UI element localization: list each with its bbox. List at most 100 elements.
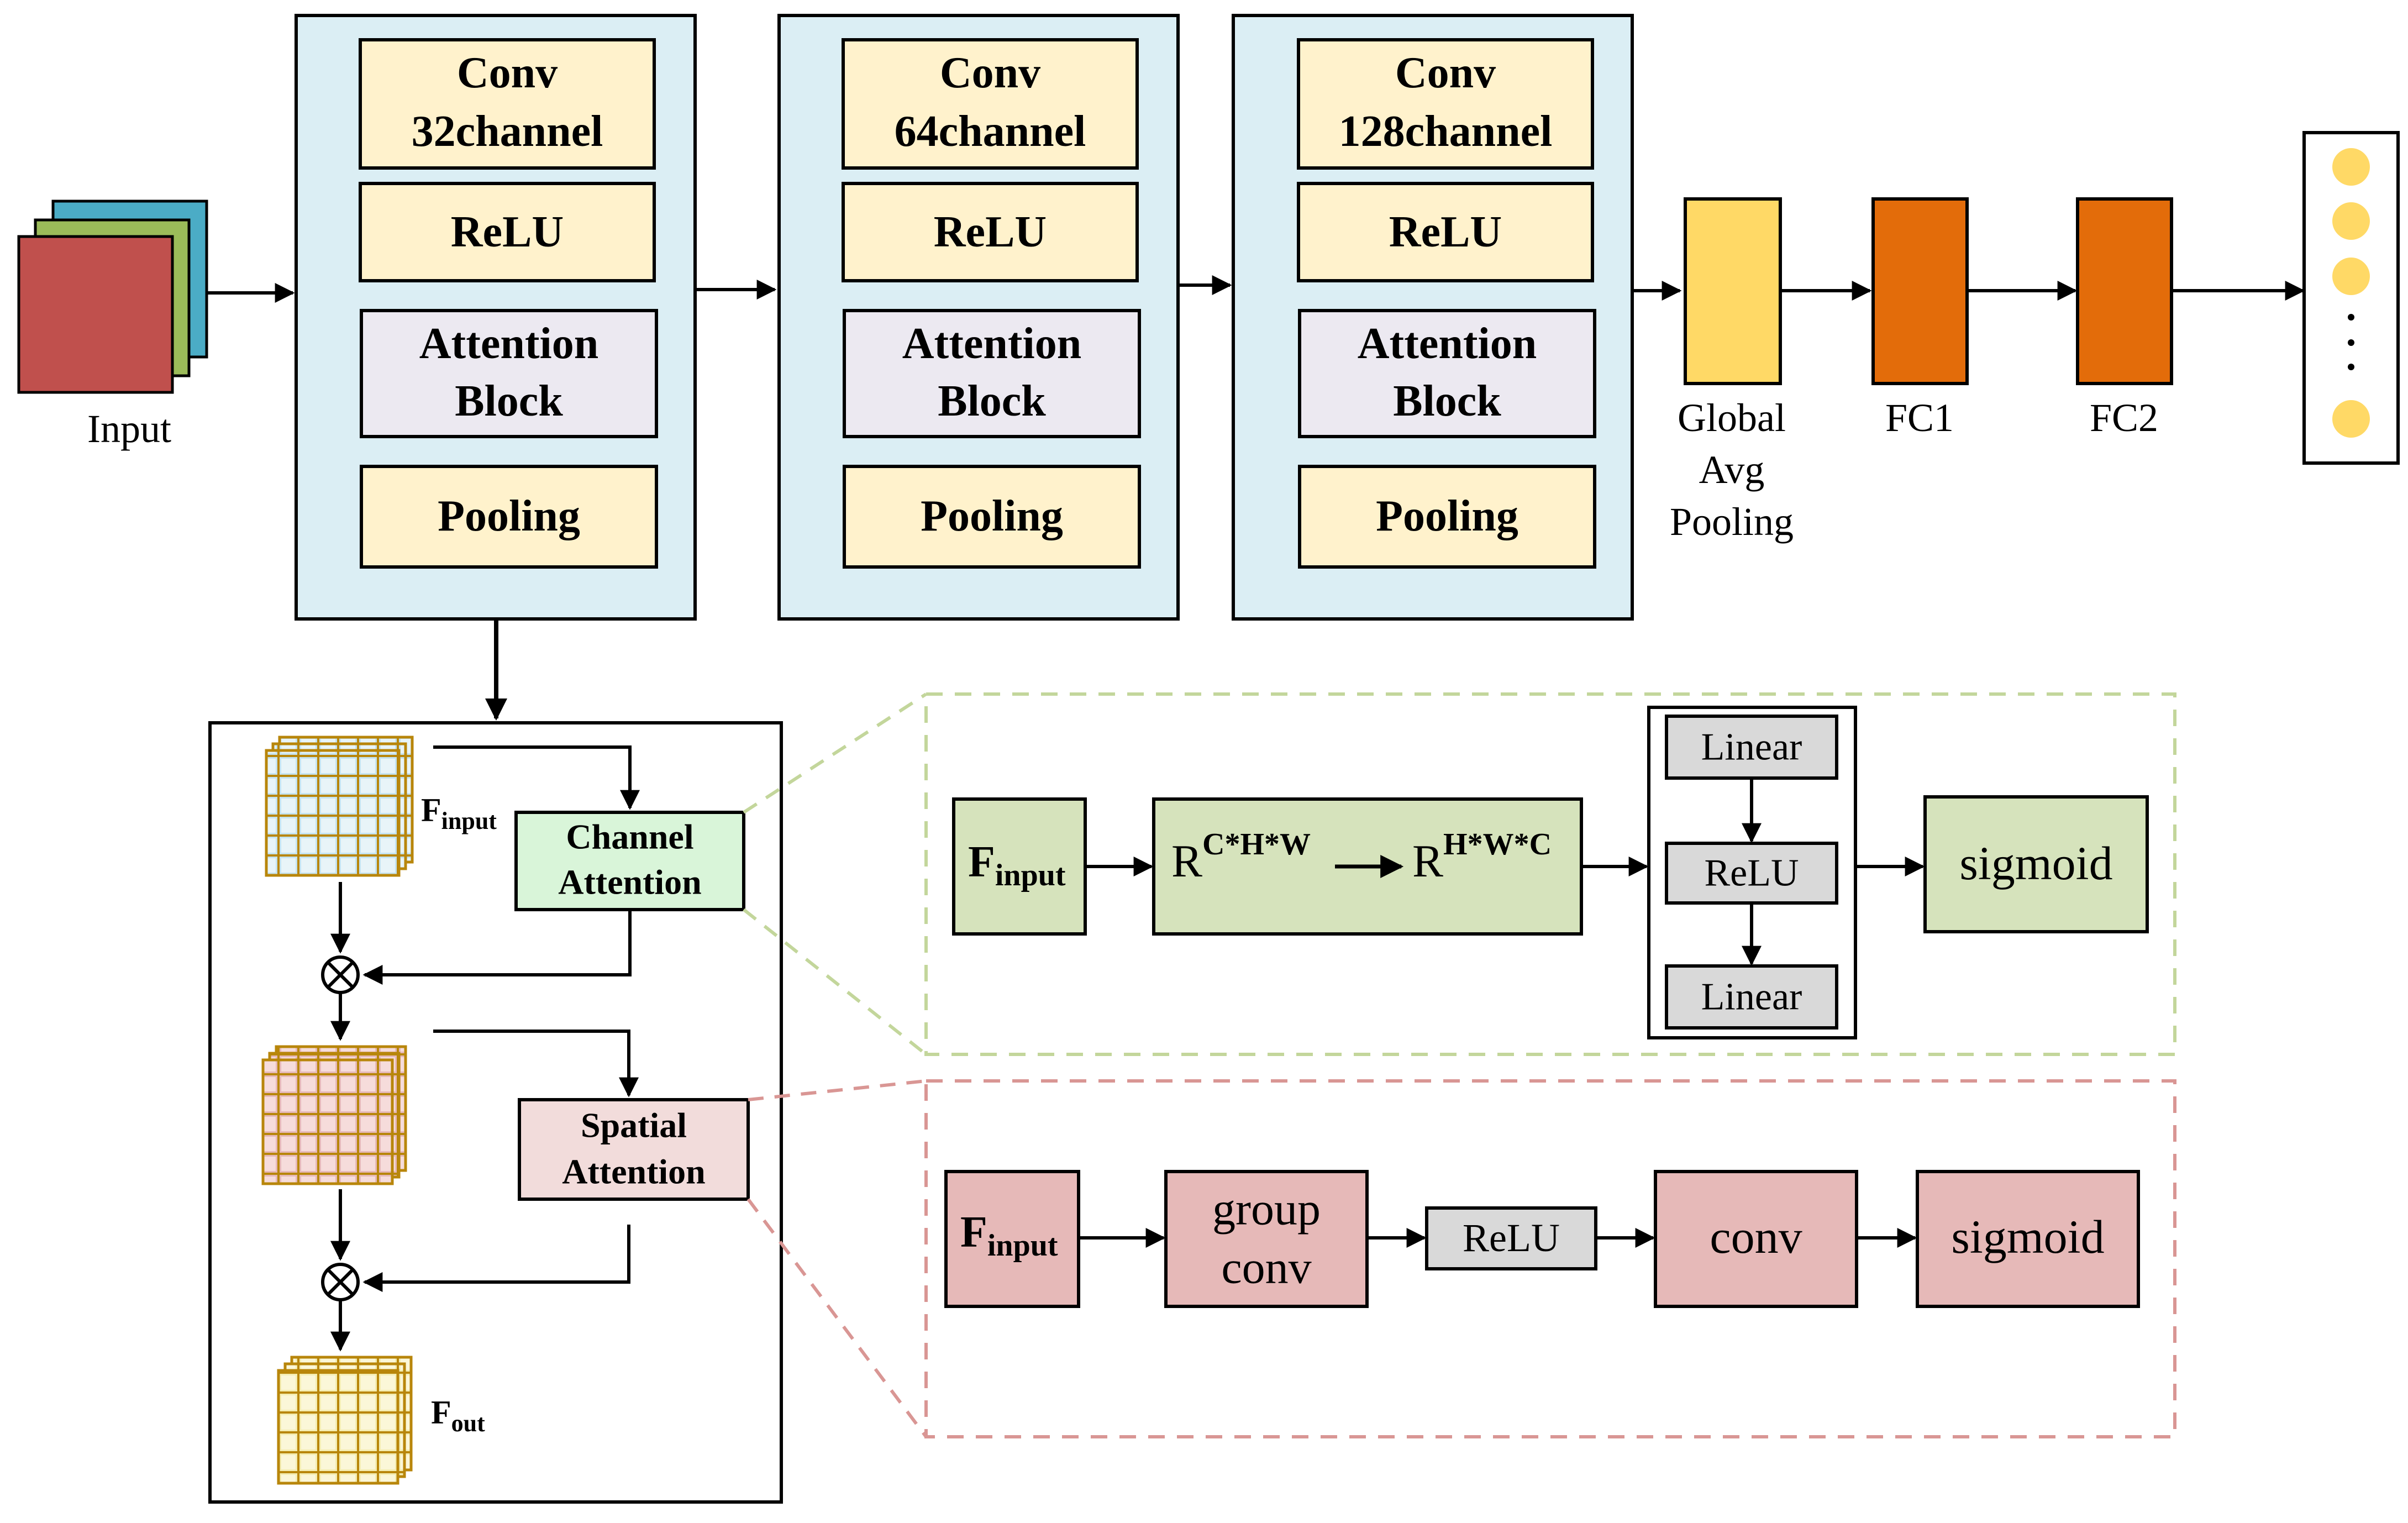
conv-block-3-conv-title: Conv (1395, 49, 1496, 97)
gap-label-line3: Pooling (1670, 500, 1794, 544)
global-avg-pooling-bar (1684, 197, 1782, 385)
multiply-op-1 (321, 955, 360, 994)
gap-label-line1: Global (1678, 396, 1786, 440)
spatial-zoom-connector-top (748, 1079, 927, 1101)
conv-block-2-relu-box (842, 182, 1139, 282)
channel-sigmoid-box (1923, 795, 2149, 933)
mlp-linear-1-box (1665, 715, 1838, 780)
gap-label-line2: Avg (1699, 448, 1765, 492)
conv-block-2-conv-box (842, 38, 1139, 170)
conv-block-2-pooling-box (843, 465, 1141, 569)
input-label: Input (87, 407, 171, 451)
channel-attention-line2: Attention (558, 863, 702, 902)
reshape-from-sup: C*H*W (1202, 827, 1311, 862)
spatial-sigmoid-box (1916, 1170, 2140, 1308)
channel-attention-box (514, 811, 745, 911)
output-vector (2302, 131, 2400, 465)
f-input-tensor (265, 736, 414, 877)
output-ellipsis-dot (2348, 314, 2354, 321)
spatial-branch-input-box (944, 1170, 1080, 1308)
spatial-branch-input-label: Finput (960, 1208, 1058, 1263)
conv-block-1-relu-box (359, 182, 656, 282)
conv-block-1: Conv 32channel ReLU Attention Block Pool… (295, 14, 697, 621)
mlp-linear-2: Linear (1701, 976, 1802, 1018)
output-node (2332, 202, 2370, 240)
arrow-intermediate-to-spatial-attention (433, 1030, 639, 1097)
conv-block-1-conv-box (359, 38, 656, 170)
conv-block-2: Conv 64channel ReLU Attention Block Pool… (777, 14, 1180, 621)
conv-block-2-attention-box (843, 309, 1141, 438)
output-node (2332, 400, 2370, 438)
fc1-label: FC1 (1885, 396, 1954, 440)
conv-block-3-attention-line2: Block (1393, 377, 1501, 426)
conv-block-2-pooling: Pooling (921, 492, 1063, 540)
conv-block-3-relu: ReLU (1389, 208, 1502, 256)
reshape-to-label: RH*W*C (1412, 827, 1552, 887)
mlp-linear-2-box (1665, 964, 1838, 1030)
conv-block-3-conv-channels: 128channel (1339, 107, 1553, 156)
conv-block-1-relu: ReLU (451, 208, 564, 256)
spatial-branch-input-main: F (960, 1208, 987, 1257)
conv-block-3-relu-box (1297, 182, 1594, 282)
spatial-relu-box (1425, 1206, 1597, 1270)
fc2-label: FC2 (2090, 396, 2158, 440)
mlp-relu-box (1665, 842, 1838, 905)
conv-block-1-attention-line1: Attention (419, 319, 598, 368)
conv-block-1-attention-line2: Block (455, 377, 563, 426)
spatial-conv: conv (1710, 1210, 1802, 1263)
group-conv-box (1164, 1170, 1369, 1308)
spatial-attention-line2: Attention (562, 1152, 706, 1191)
conv-block-3-pooling-box (1298, 465, 1596, 569)
channel-zoom-connector-top (743, 692, 927, 814)
conv-block-2-conv-title: Conv (940, 49, 1040, 97)
channel-sigmoid: sigmoid (1959, 837, 2112, 890)
arrow-channel-to-multiply1 (362, 911, 632, 985)
group-conv-line2: conv (1221, 1242, 1311, 1294)
group-conv-line1: group (1212, 1184, 1321, 1235)
f-input-label: Finput (421, 792, 497, 834)
reshape-to-sup: H*W*C (1443, 827, 1552, 862)
spatial-attention-box (518, 1098, 750, 1201)
arrow-input-to-channel-attention (433, 745, 640, 810)
spatial-conv-box (1654, 1170, 1858, 1308)
spatial-branch-frame (924, 1079, 2176, 1438)
f-out-label: Fout (431, 1394, 485, 1437)
channel-zoom-connector-bottom (743, 908, 927, 1056)
f-out-tensor (277, 1356, 413, 1485)
conv-block-3-conv-box (1297, 38, 1594, 170)
f-input-main: F (421, 792, 441, 828)
conv-block-1-conv-channels: 32channel (412, 107, 603, 156)
conv-block-3: Conv 128channel ReLU Attention Block Poo… (1232, 14, 1634, 621)
spatial-branch-input-sub: input (987, 1228, 1058, 1263)
output-node (2332, 148, 2370, 186)
conv-block-2-conv-channels: 64channel (895, 107, 1086, 156)
output-ellipsis-dot (2348, 339, 2354, 346)
conv-block-1-pooling: Pooling (438, 492, 580, 540)
conv-block-3-attention-line1: Attention (1358, 319, 1537, 368)
conv-block-2-relu: ReLU (934, 208, 1047, 256)
conv-block-1-attention-box (360, 309, 658, 438)
conv-block-2-attention-line1: Attention (902, 319, 1081, 368)
channel-attention-line1: Channel (566, 817, 693, 857)
mlp-relu: ReLU (1704, 852, 1799, 895)
conv-block-1-pooling-box (360, 465, 658, 569)
channel-branch-input-sub: input (995, 858, 1066, 892)
f-out-sub: out (451, 1410, 485, 1437)
channel-branch-input-label: Finput (968, 838, 1066, 892)
f-out-main: F (431, 1394, 451, 1431)
conv-block-1-conv-title: Conv (457, 49, 558, 97)
intermediate-tensor (261, 1045, 407, 1185)
conv-block-3-attention-box (1298, 309, 1596, 438)
mlp-linear-1: Linear (1701, 726, 1802, 769)
f-input-sub: input (441, 807, 497, 834)
fc1-bar (1871, 197, 1969, 385)
input-image-stack (17, 199, 208, 394)
conv-block-3-pooling: Pooling (1376, 492, 1518, 540)
arrow-spatial-to-multiply2 (362, 1225, 630, 1292)
output-ellipsis-dot (2348, 364, 2354, 370)
output-node (2332, 258, 2370, 295)
channel-branch-input-main: F (968, 838, 995, 886)
spatial-zoom-connector-bottom (746, 1198, 928, 1438)
spatial-sigmoid: sigmoid (1951, 1210, 2104, 1263)
